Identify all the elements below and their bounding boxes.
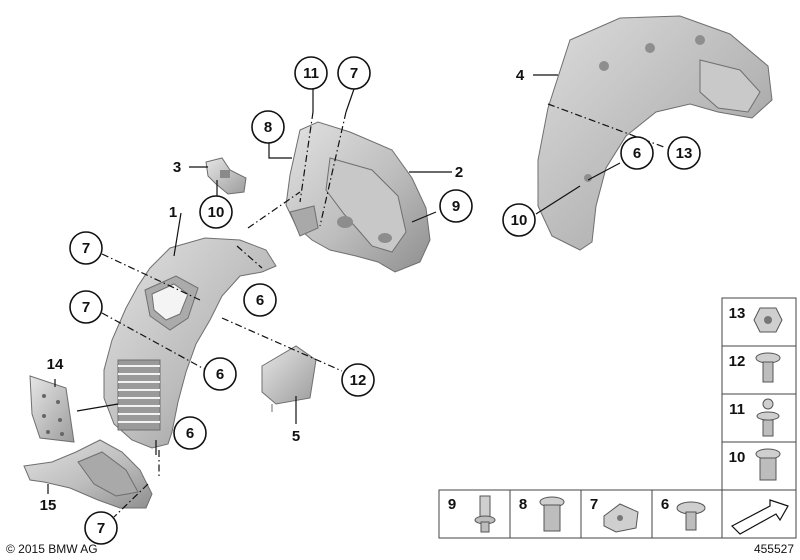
clip-nut-icon — [755, 448, 781, 481]
callout-12: 12 — [341, 363, 375, 397]
callout-7-bottom: 7 — [84, 511, 118, 545]
fastener-legend-right: 13 12 11 10 — [721, 297, 797, 491]
wheel-arch-liner-upper — [285, 121, 431, 273]
svg-text:7: 7 — [350, 65, 358, 82]
callout-8: 8 — [251, 110, 285, 144]
leader-lines — [47, 74, 621, 494]
label-14: 14 — [47, 356, 64, 373]
callout-13: 13 — [667, 136, 701, 170]
callout-6-bottom: 6 — [173, 416, 207, 450]
callout-6-lower: 6 — [203, 357, 237, 391]
svg-text:6: 6 — [186, 425, 194, 442]
legend-label-9: 9 — [448, 496, 456, 513]
callout-9-upper: 9 — [439, 189, 473, 223]
callout-10-right: 10 — [502, 203, 536, 237]
legend-label-6: 6 — [661, 496, 669, 513]
nut-icon — [753, 307, 783, 333]
svg-text:7: 7 — [82, 299, 90, 316]
wheel-arch-liner-front — [103, 237, 277, 449]
callout-10-left: 10 — [199, 195, 233, 229]
legend-label-8: 8 — [519, 496, 527, 513]
svg-text:6: 6 — [216, 366, 224, 383]
pin-icon — [474, 495, 496, 533]
rivet-icon — [755, 352, 781, 383]
svg-text:7: 7 — [82, 240, 90, 257]
deflector-part-15 — [23, 439, 153, 509]
label-4: 4 — [516, 67, 525, 84]
svg-text:8: 8 — [264, 119, 272, 136]
wheel-arch-liner-rear — [537, 15, 773, 251]
svg-text:13: 13 — [676, 145, 693, 162]
bracket-part-3 — [205, 157, 247, 195]
legend-label-7: 7 — [590, 496, 598, 513]
label-2: 2 — [455, 164, 463, 181]
vent-grille — [117, 359, 161, 431]
plug-icon — [756, 398, 780, 437]
svg-text:10: 10 — [511, 212, 528, 229]
copyright-text: © 2015 BMW AG — [6, 542, 98, 556]
legend-label-10: 10 — [729, 449, 746, 466]
svg-text:7: 7 — [97, 520, 105, 537]
label-5: 5 — [292, 428, 300, 445]
legend-label-13: 13 — [729, 305, 746, 322]
label-15: 15 — [40, 497, 57, 514]
plate-part-14 — [29, 375, 75, 443]
push-rivet-icon — [676, 501, 706, 531]
label-3: 3 — [173, 159, 181, 176]
svg-text:6: 6 — [256, 292, 264, 309]
spring-nut-icon — [603, 503, 639, 533]
callout-6-middle: 6 — [243, 283, 277, 317]
cover-part-5 — [261, 345, 317, 412]
label-1: 1 — [169, 204, 177, 221]
callout-7-mid-left: 7 — [69, 290, 103, 324]
diagram-number: 455527 — [754, 542, 794, 556]
svg-text:6: 6 — [633, 145, 641, 162]
svg-text:10: 10 — [208, 204, 225, 221]
callout-7-left: 7 — [69, 231, 103, 265]
callout-6-right: 6 — [620, 136, 654, 170]
svg-text:11: 11 — [303, 65, 319, 82]
direction-arrow-icon — [730, 499, 789, 535]
expansion-clip-icon — [539, 496, 565, 532]
svg-text:12: 12 — [350, 372, 367, 389]
callout-7-top: 7 — [337, 56, 371, 90]
svg-text:9: 9 — [452, 198, 460, 215]
callout-11: 11 — [294, 56, 328, 90]
legend-label-12: 12 — [729, 353, 746, 370]
fastener-legend-bottom: 9 8 7 6 — [438, 489, 797, 539]
legend-label-11: 11 — [729, 401, 745, 418]
